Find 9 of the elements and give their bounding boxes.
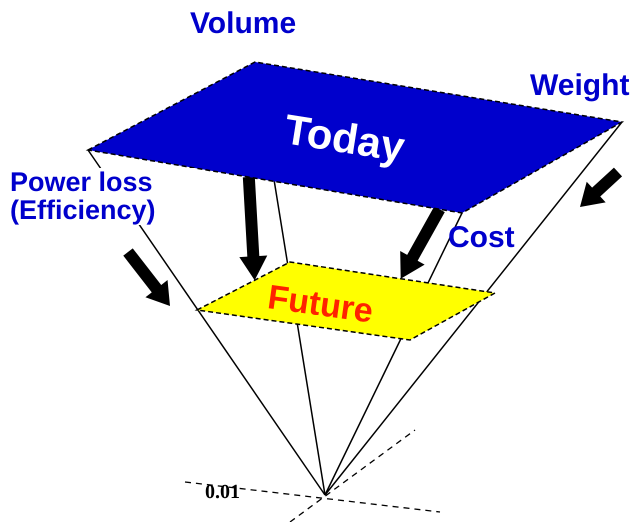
axis-label: Weight [530, 70, 630, 102]
axis-label: Cost [448, 222, 515, 254]
axis-label: Volume [190, 8, 296, 40]
axis-label: Power loss (Efficiency) [10, 168, 195, 225]
block-arrow [239, 176, 268, 280]
plane-label: Today [282, 108, 408, 169]
plane-label: Future [266, 280, 376, 329]
block-arrow [400, 206, 445, 279]
scale-label: 0.01 [205, 482, 240, 503]
